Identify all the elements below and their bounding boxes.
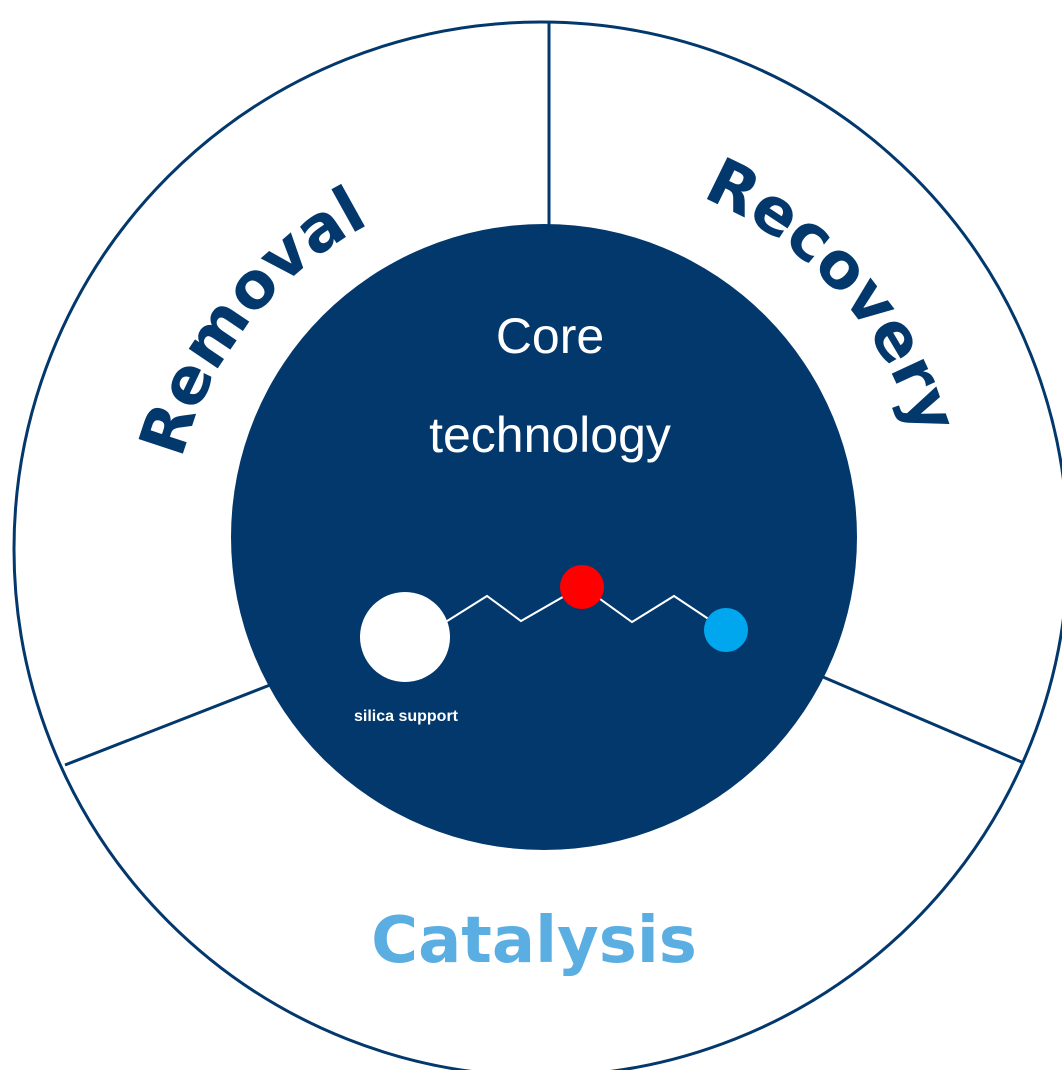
segment-catalysis-label: Catalysis — [371, 904, 697, 978]
core-title-line1: Core — [496, 308, 604, 364]
core-title-line2: technology — [429, 407, 671, 463]
divider-left — [64, 683, 271, 767]
silica-support-label: silica support — [354, 708, 459, 725]
core-circle — [231, 224, 857, 850]
red-node — [560, 565, 604, 609]
silica-node — [360, 592, 450, 682]
blue-node — [704, 608, 748, 652]
divider-right — [822, 675, 1025, 765]
